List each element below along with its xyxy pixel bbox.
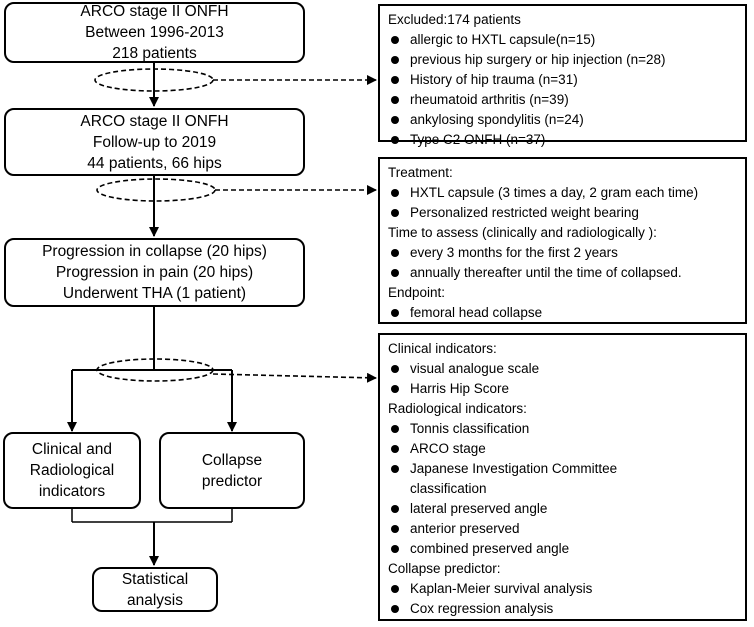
assess-title: Time to assess (clinically and radiologi…	[388, 225, 657, 240]
box3-line1: Progression in collapse (20 hips)	[42, 243, 267, 260]
clinical-title: Clinical indicators:	[388, 341, 497, 356]
box3-line2: Progression in pain (20 hips)	[55, 264, 254, 281]
box1-line3: 218 patients	[112, 45, 197, 62]
clinical-item: visual analogue scale	[388, 359, 737, 379]
excluded-list: allergic to HXTL capsule(n=15) previous …	[388, 30, 737, 150]
box6-line2: analysis	[127, 591, 183, 609]
box6-line1: Statistical	[121, 570, 189, 588]
radiological-list: Tonnis classification ARCO stage Japanes…	[388, 419, 737, 559]
excluded-item: previous hip surgery or hip injection (n…	[388, 50, 737, 70]
box3-line3: Underwent THA (1 patient)	[62, 285, 247, 302]
box-clinical-radiological: Clinical and Radiological indicators	[3, 432, 141, 509]
box-followup-cohort: ARCO stage II ONFH Follow-up to 2019 44 …	[4, 108, 305, 176]
radiological-item: anterior preserved	[388, 519, 737, 539]
excluded-box: Excluded:174 patients allergic to HXTL c…	[378, 4, 747, 147]
box1-line1: ARCO stage II ONFH	[80, 3, 229, 20]
endpoint-item: femoral head collapse	[388, 303, 737, 323]
assess-item: annually thereafter until the time of co…	[388, 263, 737, 283]
clinical-list: visual analogue scale Harris Hip Score	[388, 359, 737, 399]
collapse-predictor-item: Cox regression analysis	[388, 599, 737, 619]
radiological-item: Japanese Investigation Committee classif…	[388, 459, 660, 499]
endpoint-title: Endpoint:	[388, 285, 446, 300]
endpoint-list: femoral head collapse	[388, 303, 737, 323]
box2-line3: 44 patients, 66 hips	[87, 154, 222, 172]
box-collapse-predictor: Collapse predictor	[159, 432, 305, 509]
radiological-item: combined preserved angle	[388, 539, 737, 559]
treatment-item: Personalized restricted weight bearing	[388, 203, 737, 223]
excluded-title: Excluded:174 patients	[388, 12, 521, 27]
box2-line2: Follow-up to 2019	[92, 133, 217, 151]
box5-line1: Collapse	[201, 451, 263, 469]
treatment-box: Treatment: HXTL capsule (3 times a day, …	[378, 157, 747, 324]
box4-line2: Radiological	[29, 462, 115, 479]
radiological-item: lateral preserved angle	[388, 499, 737, 519]
radiological-title: Radiological indicators:	[388, 401, 527, 416]
box4-line3: indicators	[38, 483, 106, 500]
radiological-item: Tonnis classification	[388, 419, 737, 439]
box-statistical-analysis: Statistical analysis	[92, 567, 218, 612]
excluded-item: ankylosing spondylitis (n=24)	[388, 110, 737, 130]
collapse-predictor-item: Kaplan-Meier survival analysis	[388, 579, 737, 599]
excluded-item: History of hip trauma (n=31)	[388, 70, 737, 90]
collapse-predictor-list: Kaplan-Meier survival analysis Cox regre…	[388, 579, 737, 619]
treatment-list: HXTL capsule (3 times a day, 2 gram each…	[388, 183, 737, 223]
box5-line2: predictor	[201, 472, 263, 490]
treatment-title: Treatment:	[388, 165, 453, 180]
assess-list: every 3 months for the first 2 years ann…	[388, 243, 737, 283]
treatment-item: HXTL capsule (3 times a day, 2 gram each…	[388, 183, 737, 203]
radiological-item: ARCO stage	[388, 439, 737, 459]
dashed-arrow-indicators	[212, 372, 377, 383]
clinical-item: Harris Hip Score	[388, 379, 737, 399]
box2-line1: ARCO stage II ONFH	[80, 112, 229, 130]
assess-item: every 3 months for the first 2 years	[388, 243, 737, 263]
collapse-predictor-title: Collapse predictor:	[388, 561, 501, 576]
box-initial-cohort: ARCO stage II ONFH Between 1996-2013 218…	[4, 2, 305, 63]
dashed-ellipse-3	[96, 358, 214, 382]
dashed-ellipse-2	[96, 178, 216, 202]
box1-line2: Between 1996-2013	[85, 24, 224, 41]
indicators-box: Clinical indicators: visual analogue sca…	[378, 333, 747, 621]
box-outcomes: Progression in collapse (20 hips) Progre…	[4, 238, 305, 307]
excluded-item: allergic to HXTL capsule(n=15)	[388, 30, 737, 50]
excluded-item: rheumatoid arthritis (n=39)	[388, 90, 737, 110]
excluded-item: Type C2 ONFH (n=37)	[388, 130, 737, 150]
box4-line1: Clinical and	[31, 441, 113, 458]
